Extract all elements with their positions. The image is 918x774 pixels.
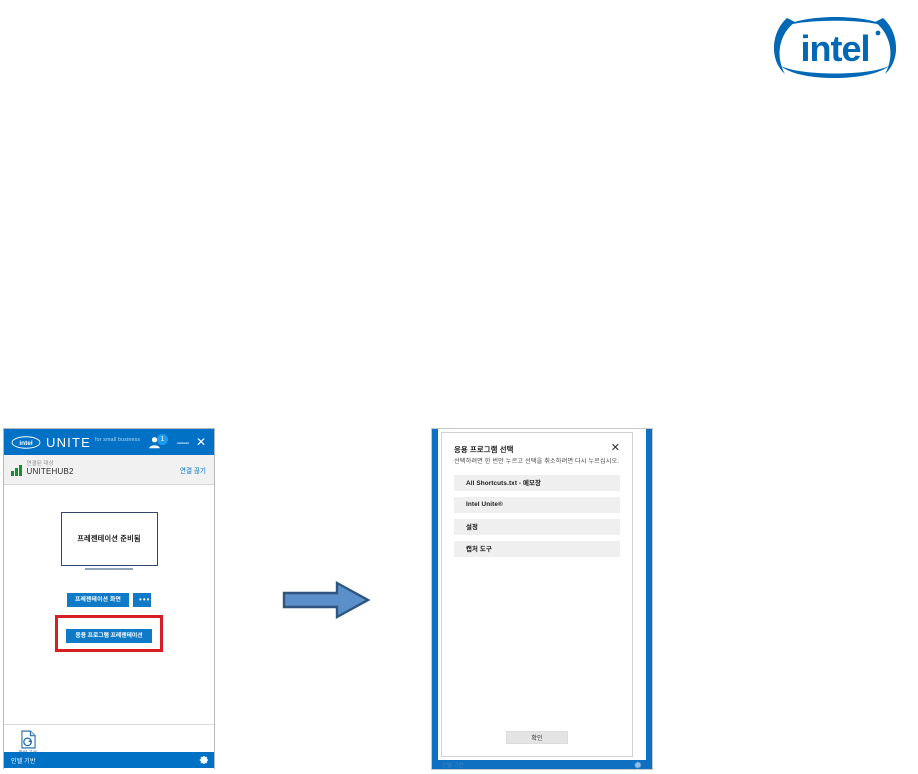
dialog-title: 응용 프로그램 선택 [454,445,514,454]
list-item[interactable]: All Shortcuts.txt - 메모장 [454,474,620,491]
intel-unite-window: intel UNITE for small business 1 — ✕ 연결된… [3,428,215,774]
svg-text:intel: intel [800,28,869,69]
select-application-dialog: 응용 프로그램 선택 ✕ 선택하려면 한 번만 누르고 선택을 취소하려면 다시… [441,432,633,757]
right-window-footer-bar: 인텔 기반 [438,760,646,769]
application-select-window: 인텔 기반 응용 프로그램 선택 ✕ 선택하려면 한 번만 누르고 선택을 취소… [431,428,653,770]
present-button-row: 프레젠테이션 화면 ••• [4,593,214,607]
gear-icon[interactable] [199,755,209,765]
ok-button[interactable]: 확인 [506,731,568,744]
connection-status-bar: 연결된 대상 UNITEHUB2 연결 끊기 [4,455,214,485]
application-list: All Shortcuts.txt - 메모장 Intel Unite® 설정 … [454,474,620,557]
list-item[interactable]: 캡처 도구 [454,540,620,557]
flow-arrow-right-icon [281,580,371,620]
unite-footer-bar: 인텔 기반 [4,752,214,768]
window-edge-left [432,429,438,769]
right-window-footer-text: 인텔 기반 [442,762,464,769]
present-application-highlight-area: 응용 프로그램 프레젠테이션 [4,615,214,652]
red-highlight-box: 응용 프로그램 프레젠테이션 [55,615,163,652]
signal-bars-icon [11,464,22,476]
minimize-button[interactable]: — [177,435,189,449]
close-button[interactable]: ✕ [195,435,207,449]
intel-logo-small: intel [11,435,41,449]
more-options-button[interactable]: ••• [133,593,152,607]
dialog-footer: 확인 [442,731,632,744]
footer-text: 인텔 기반 [11,758,36,765]
intel-logo: intel [765,8,905,86]
list-item[interactable]: Intel Unite® [454,496,620,513]
unite-main-body: 프레젠테이션 준비됨 프레젠테이션 화면 ••• 응용 프로그램 프레젠테이션 [4,485,214,724]
dialog-subtitle: 선택하려면 한 번만 누르고 선택을 취소하려면 다시 누르십시오. [454,458,620,465]
list-item[interactable]: 설정 [454,518,620,535]
svg-text:intel: intel [19,440,33,447]
disconnect-link[interactable]: 연결 끊기 [179,467,206,475]
connected-label: 연결된 대상 [26,461,54,468]
gear-icon[interactable] [634,761,642,769]
hub-name: UNITEHUB2 [26,467,74,477]
presentation-preview: 프레젠테이션 준비됨 [4,512,214,570]
close-icon[interactable]: ✕ [610,441,620,454]
app-name: UNITE [46,434,91,450]
file-share-icon [20,730,36,749]
window-edge-right [646,429,652,769]
preview-stand [85,568,133,570]
user-badge-count: 1 [157,434,168,445]
preview-screen: 프레젠테이션 준비됨 [60,512,158,566]
dialog-header: 응용 프로그램 선택 ✕ [454,441,620,455]
unite-titlebar: intel UNITE for small business 1 — ✕ [4,429,214,455]
connection-text: 연결된 대상 UNITEHUB2 [26,461,74,477]
user-icon[interactable]: 1 [148,434,170,450]
app-tagline: for small business [95,437,141,443]
present-application-button[interactable]: 응용 프로그램 프레젠테이션 [66,629,152,643]
present-screen-button[interactable]: 프레젠테이션 화면 [66,593,130,607]
